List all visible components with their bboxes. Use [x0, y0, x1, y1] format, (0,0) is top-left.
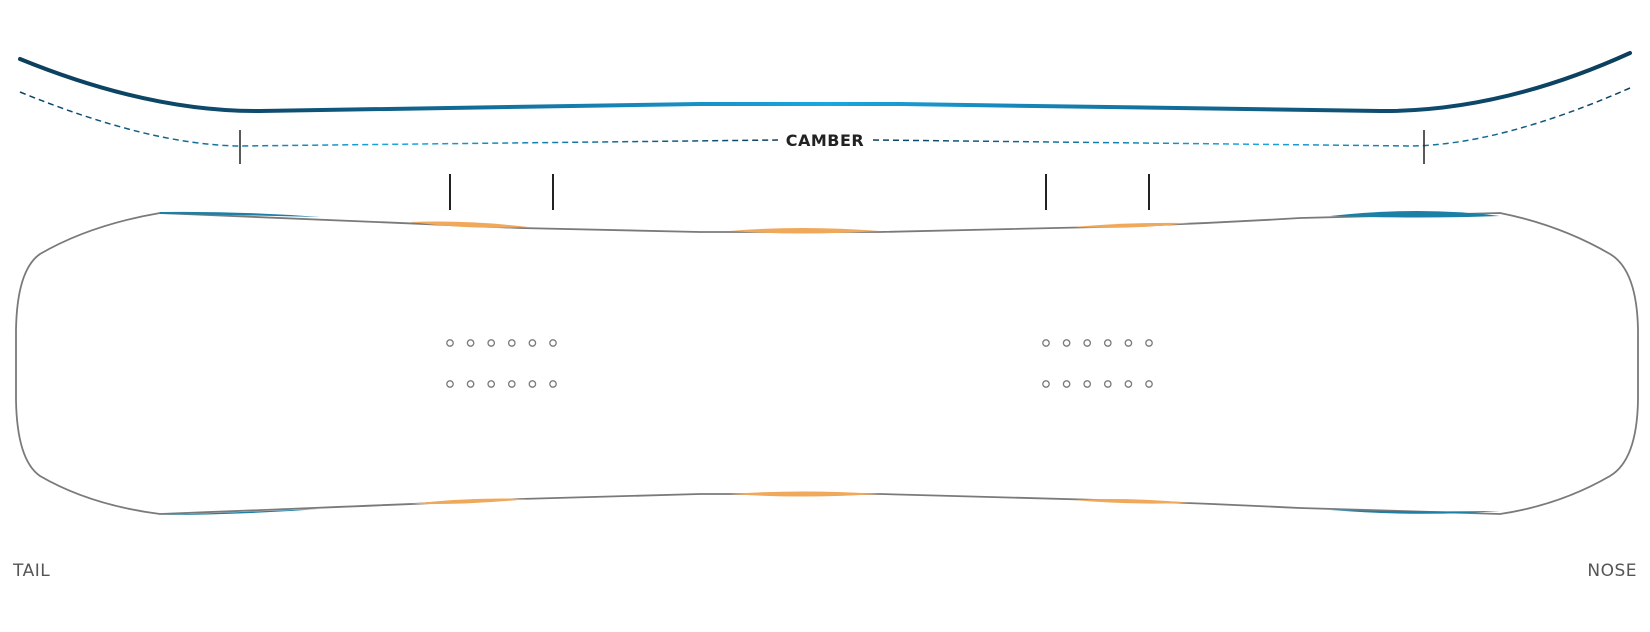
edge-accent-top-nose: [1330, 211, 1500, 218]
insert-hole: [1042, 380, 1050, 388]
insert-hole: [466, 380, 475, 388]
insert-hole: [1103, 339, 1112, 347]
insert-hole: [1145, 380, 1153, 388]
sidecut-accent-bottom-3: [1073, 499, 1190, 504]
sidecut-accent-bottom-1: [410, 498, 528, 505]
insert-hole: [1083, 339, 1092, 347]
tail-label: TAIL: [13, 561, 51, 581]
insert-hole: [549, 380, 557, 388]
sidecut-accent-top-3: [1073, 222, 1190, 228]
board-profile-curve: [18, 51, 1632, 114]
sidecut-accent-bottom-2: [730, 491, 880, 497]
insert-hole: [549, 339, 557, 347]
edge-accent-bottom-nose: [1330, 510, 1500, 514]
insert-hole: [507, 380, 516, 388]
insert-hole: [466, 339, 475, 347]
nose-label: NOSE: [1587, 561, 1637, 581]
insert-hole: [1124, 339, 1133, 347]
edge-accent-bottom-tail: [160, 509, 320, 515]
insert-hole: [1083, 380, 1092, 388]
insert-hole: [1124, 380, 1133, 388]
binding-inserts: [446, 339, 1153, 388]
board-outline: [15, 212, 1639, 515]
insert-hole: [1145, 339, 1153, 347]
sidecut-accent-top-1: [410, 221, 528, 228]
camber-dashed-line-left: [19, 91, 779, 147]
insert-hole: [1103, 380, 1112, 388]
sidecut-accent-top-2: [730, 228, 880, 234]
insert-hole: [487, 380, 496, 388]
insert-hole: [528, 339, 537, 347]
insert-hole: [1042, 339, 1050, 347]
camber-label: CAMBER: [786, 131, 865, 150]
insert-hole: [1062, 339, 1071, 347]
insert-hole: [507, 339, 516, 347]
insert-hole: [446, 380, 454, 388]
insert-hole: [446, 339, 454, 347]
insert-hole: [1062, 380, 1071, 388]
insert-hole: [487, 339, 496, 347]
camber-dashed-line-right: [872, 87, 1631, 147]
insert-hole: [528, 380, 537, 388]
edge-accent-top-tail: [160, 211, 320, 217]
